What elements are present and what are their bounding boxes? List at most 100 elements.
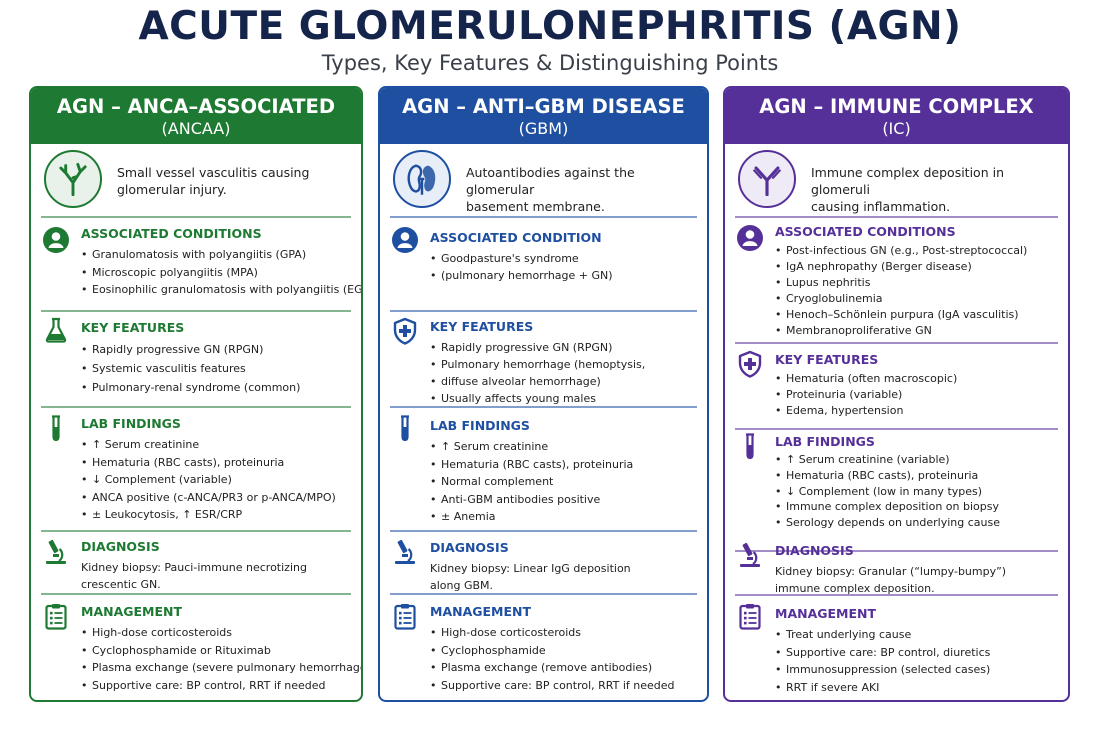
section-divider	[41, 530, 351, 532]
section-divider	[390, 310, 697, 312]
column-header: AGN – ANTI–GBM DISEASE(GBM)	[380, 88, 707, 144]
list-item: Post-infectious GN (e.g., Post-streptoco…	[775, 243, 1062, 259]
list-item: Anti-GBM antibodies positive	[430, 491, 701, 509]
list-item: ↓ Complement (low in many types)	[775, 484, 1062, 500]
list-item: Hematuria (RBC casts), proteinuria	[430, 456, 701, 474]
section-divider	[735, 216, 1058, 218]
column-title: AGN – ANTI–GBM DISEASE	[402, 95, 685, 118]
microscope-icon	[42, 538, 70, 566]
list-item: diffuse alveolar hemorrhage)	[430, 373, 701, 390]
list-item: Goodpasture's syndrome	[430, 250, 701, 267]
intro-text: Autoantibodies against the glomerular bas…	[466, 164, 695, 215]
test-tube-icon	[391, 414, 419, 442]
list-item: Lupus nephritis	[775, 275, 1062, 291]
section-title: MANAGEMENT	[775, 606, 877, 621]
clipboard-icon	[42, 602, 70, 630]
bullet-list: Granulomatosis with polyangiitis (GPA)Mi…	[81, 246, 361, 299]
column-ic: AGN – IMMUNE COMPLEX(IC) Immune complex d…	[723, 86, 1070, 702]
shield-icon	[391, 317, 419, 345]
section-body: Treat underlying causeSupportive care: B…	[775, 626, 1062, 696]
list-item: Plasma exchange (remove antibodies)	[430, 659, 701, 677]
list-item: IgA nephropathy (Berger disease)	[775, 259, 1062, 275]
section-title: KEY FEATURES	[775, 352, 879, 367]
column-gbm: AGN – ANTI–GBM DISEASE(GBM) Autoantibodie…	[378, 86, 709, 702]
list-item: Treat underlying cause	[775, 626, 1062, 644]
section-divider	[735, 342, 1058, 344]
column-abbreviation: (GBM)	[518, 119, 569, 138]
section-body: Goodpasture's syndrome(pulmonary hemorrh…	[430, 250, 701, 284]
section-title: MANAGEMENT	[430, 604, 532, 619]
list-item: Proteinuria (variable)	[775, 387, 1062, 403]
list-item: Immune complex deposition on biopsy	[775, 499, 1062, 515]
bullet-list: ↑ Serum creatinineHematuria (RBC casts),…	[430, 438, 701, 526]
vessel-branch-icon	[44, 150, 102, 208]
section-title: LAB FINDINGS	[81, 416, 181, 431]
section-body: Rapidly progressive GN (RPGN)Systemic va…	[81, 340, 355, 397]
section-body: Post-infectious GN (e.g., Post-streptoco…	[775, 243, 1062, 339]
section-title: MANAGEMENT	[81, 604, 183, 619]
clipboard-icon	[391, 602, 419, 630]
page-subtitle: Types, Key Features & Distinguishing Poi…	[321, 51, 779, 75]
bullet-list: ↑ Serum creatinine (variable)Hematuria (…	[775, 452, 1062, 531]
intro-line: basement membrane.	[466, 199, 605, 214]
section-title: DIAGNOSIS	[81, 539, 160, 554]
column-header: AGN – IMMUNE COMPLEX(IC)	[725, 88, 1068, 144]
section-title: DIAGNOSIS	[430, 540, 509, 555]
intro-line: Small vessel vasculitis causing	[117, 165, 310, 180]
intro-line: Autoantibodies against the glomerular	[466, 165, 635, 197]
list-item: ↓ Complement (variable)	[81, 471, 355, 489]
bullet-list: Post-infectious GN (e.g., Post-streptoco…	[775, 243, 1062, 339]
section-body: Kidney biopsy: Granular (“lumpy-bumpy”)i…	[775, 563, 1062, 597]
column-title: AGN – IMMUNE COMPLEX	[759, 95, 1034, 118]
list-item: (pulmonary hemorrhage + GN)	[430, 267, 701, 284]
microscope-icon	[391, 538, 419, 566]
list-item: Rapidly progressive GN (RPGN)	[81, 340, 355, 359]
column-ancaa: AGN – ANCA–ASSOCIATED(ANCAA) Small vessel…	[29, 86, 363, 702]
list-item: ↑ Serum creatinine (variable)	[775, 452, 1062, 468]
column-title: AGN – ANCA–ASSOCIATED	[56, 95, 336, 118]
section-body: High-dose corticosteroidsCyclophosphamid…	[430, 624, 701, 694]
list-item: Hematuria (RBC casts), proteinuria	[81, 454, 355, 472]
section-divider	[41, 406, 351, 408]
section-title: ASSOCIATED CONDITIONS	[775, 224, 956, 239]
column-intro: Autoantibodies against the glomerular bas…	[380, 146, 707, 216]
test-tube-icon	[42, 414, 70, 442]
diagnosis-text: Kidney biopsy: Pauci-immune necrotizing	[81, 561, 307, 574]
diagnosis-text: Kidney biopsy: Linear IgG deposition	[430, 562, 631, 575]
list-item: Supportive care: BP control, RRT if need…	[81, 677, 355, 695]
section-divider	[41, 310, 351, 312]
intro-text: Immune complex deposition in glomeruli ca…	[811, 164, 1056, 215]
antibody-icon	[738, 150, 796, 208]
section-divider	[735, 550, 1058, 552]
list-item: Serology depends on underlying cause	[775, 515, 1062, 531]
list-item: Supportive care: BP control, RRT if need…	[430, 677, 701, 695]
list-item: Cyclophosphamide or Rituximab	[81, 642, 355, 660]
section-title: DIAGNOSIS	[775, 543, 854, 558]
intro-line: causing inflammation.	[811, 199, 951, 214]
list-item: ANCA positive (c-ANCA/PR3 or p-ANCA/MPO)	[81, 489, 355, 507]
diagnosis-text: immune complex deposition.	[775, 582, 935, 595]
list-item: ↑ Serum creatinine	[81, 436, 355, 454]
list-item: Microscopic polyangiitis (MPA)	[81, 264, 355, 282]
section-divider	[41, 593, 351, 595]
list-item: Hematuria (often macroscopic)	[775, 371, 1062, 387]
shield-icon	[736, 350, 764, 378]
intro-line: Immune complex deposition in glomeruli	[811, 165, 1004, 197]
section-divider	[735, 428, 1058, 430]
list-item: Cryoglobulinemia	[775, 291, 1062, 307]
section-body: ↑ Serum creatinineHematuria (RBC casts),…	[430, 438, 701, 526]
section-title: KEY FEATURES	[81, 320, 185, 335]
section-title: LAB FINDINGS	[775, 434, 875, 449]
section-title: LAB FINDINGS	[430, 418, 530, 433]
section-divider	[390, 406, 697, 408]
diagnosis-text: crescentic GN.	[81, 578, 161, 591]
bullet-list: Hematuria (often macroscopic)Proteinuria…	[775, 371, 1062, 419]
list-item: High-dose corticosteroids	[81, 624, 355, 642]
list-item: Pulmonary hemorrhage (hemoptysis,	[430, 356, 701, 373]
section-divider	[735, 594, 1058, 596]
column-header: AGN – ANCA–ASSOCIATED(ANCAA)	[31, 88, 361, 144]
bullet-list: Rapidly progressive GN (RPGN)Pulmonary h…	[430, 339, 701, 407]
bullet-list: Goodpasture's syndrome(pulmonary hemorrh…	[430, 250, 701, 284]
